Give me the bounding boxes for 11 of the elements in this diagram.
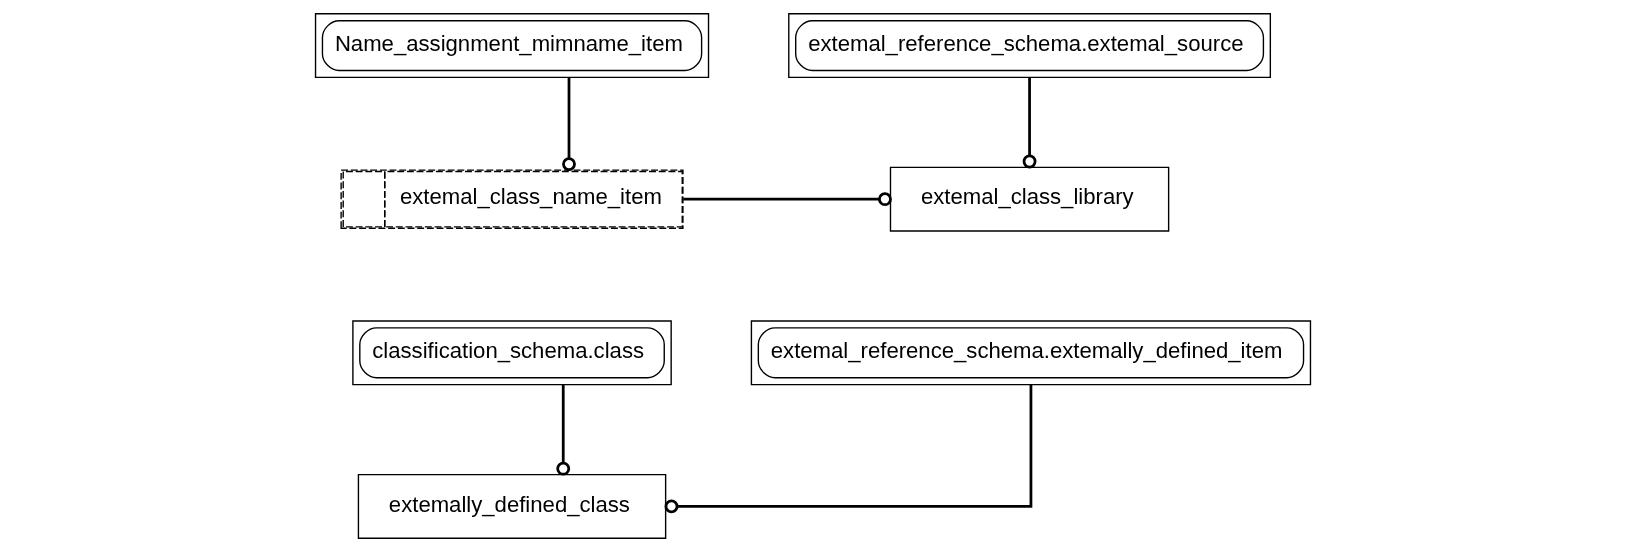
node-box: extemally_defined_class <box>357 473 667 539</box>
node-box: extemal_reference_schema.extemally_defined_item <box>750 320 1312 386</box>
connector <box>1022 77 1037 169</box>
node-box: extemal_reference_schema.extemal_source <box>788 13 1272 79</box>
connector <box>556 385 571 476</box>
connector <box>683 192 892 207</box>
node-box: Name_assignment_mimname_item <box>314 13 710 79</box>
connector <box>664 385 1033 514</box>
node-box: extemal_class_library <box>889 166 1170 232</box>
connector <box>562 77 576 172</box>
node-box: classification_schema.class <box>352 320 672 386</box>
